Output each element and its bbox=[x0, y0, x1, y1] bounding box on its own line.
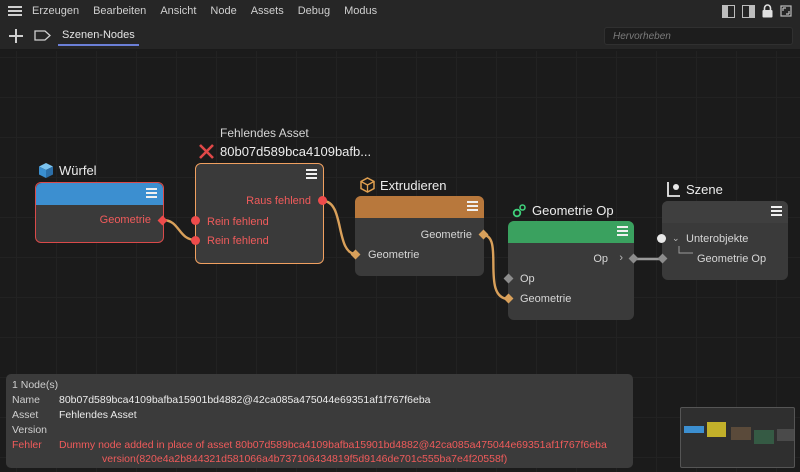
missing-asset-label: Fehlendes Asset bbox=[220, 126, 309, 140]
minimap-node-extrudieren bbox=[731, 427, 751, 440]
tab-szenen-nodes[interactable]: Szenen-Nodes bbox=[58, 27, 139, 46]
port-label-geometrie-in: Geometrie bbox=[368, 249, 420, 261]
szene-title: Szene bbox=[666, 181, 723, 198]
menu-bar: Erzeugen Bearbeiten Ansicht Node Assets … bbox=[0, 0, 800, 22]
port-label-raus-fehlend: Raus fehlend bbox=[246, 195, 311, 207]
info-asset-value: Fehlendes Asset bbox=[59, 409, 137, 421]
port-label-geometrie: Geometrie bbox=[99, 214, 151, 226]
window-controls bbox=[722, 4, 792, 18]
szene-title-text: Szene bbox=[686, 182, 723, 197]
main-menu-icon[interactable] bbox=[8, 6, 22, 16]
port-missing-in-2[interactable] bbox=[191, 236, 200, 245]
menu-assets[interactable]: Assets bbox=[250, 5, 284, 17]
menu-erzeugen[interactable]: Erzeugen bbox=[32, 5, 80, 17]
toolbar: Szenen-Nodes Hervorheben bbox=[0, 22, 800, 50]
info-name-value: 80b07d589bca4109bafba15901bd4882@42ca085… bbox=[59, 394, 431, 406]
minimap-node-wuerfel bbox=[684, 426, 704, 433]
node-wuerfel-header[interactable] bbox=[36, 183, 163, 205]
node-extrudieren-header[interactable] bbox=[355, 196, 484, 218]
port-label-geometrie-op: Geometrie Op bbox=[697, 253, 767, 265]
port-label-rein-fehlend-2: Rein fehlend bbox=[207, 235, 269, 247]
node-geometrie-op[interactable]: Op › Op Geometrie bbox=[508, 221, 634, 320]
extrudieren-title-text: Extrudieren bbox=[380, 177, 447, 193]
error-x-icon bbox=[199, 144, 214, 159]
tree-branch-icon bbox=[678, 246, 693, 254]
add-icon[interactable] bbox=[9, 29, 23, 43]
info-panel: 1 Node(s) Name 80b07d589bca4109bafba1590… bbox=[6, 374, 633, 468]
minimap-node-geomop bbox=[754, 430, 774, 444]
wuerfel-title: Würfel bbox=[38, 162, 97, 179]
extrude-icon bbox=[360, 177, 375, 193]
panel-left-icon[interactable] bbox=[722, 4, 735, 18]
info-fehler-line2: version(820e4a2b844321d581066a4b73710643… bbox=[102, 453, 508, 465]
port-label-rein-fehlend-1: Rein fehlend bbox=[207, 216, 269, 228]
node-extrudieren[interactable]: Geometrie Geometrie bbox=[355, 196, 484, 276]
missing-asset-title-text: 80b07d589bca4109bafb... bbox=[220, 144, 372, 159]
minimap-node-szene bbox=[777, 429, 794, 441]
chevron-right-icon[interactable]: › bbox=[619, 252, 623, 264]
minimap[interactable] bbox=[680, 407, 795, 468]
info-fehler-label: Fehler bbox=[12, 439, 42, 451]
port-missing-out[interactable] bbox=[318, 196, 327, 205]
wuerfel-title-text: Würfel bbox=[59, 163, 97, 178]
info-name-label: Name bbox=[12, 394, 41, 406]
node-geomop-header[interactable] bbox=[508, 221, 634, 243]
node-menu-icon[interactable] bbox=[306, 169, 317, 180]
menu-bearbeiten[interactable]: Bearbeiten bbox=[93, 5, 147, 17]
geomop-title: Geometrie Op bbox=[512, 203, 614, 218]
port-label-op-out: Op bbox=[593, 253, 608, 265]
port-label-op-in: Op bbox=[520, 273, 535, 285]
port-missing-in-1[interactable] bbox=[191, 216, 200, 225]
info-fehler-line1: Dummy node added in place of asset 80b07… bbox=[59, 439, 607, 451]
menu-node[interactable]: Node bbox=[210, 5, 237, 17]
lock-icon[interactable] bbox=[762, 4, 773, 18]
node-count: 1 Node(s) bbox=[12, 379, 59, 391]
tag-icon[interactable] bbox=[34, 30, 51, 41]
node-szene[interactable]: ⌄ Unterobjekte Geometrie Op bbox=[662, 201, 788, 280]
port-label-geometrie-out: Geometrie bbox=[420, 229, 472, 241]
missing-asset-title: 80b07d589bca4109bafb... bbox=[198, 143, 371, 160]
node-menu-icon[interactable] bbox=[467, 201, 478, 212]
node-missing-asset[interactable]: Raus fehlend Rein fehlend Rein fehlend bbox=[195, 163, 324, 264]
node-wuerfel[interactable]: Geometrie bbox=[35, 182, 164, 243]
chevron-down-icon[interactable]: ⌄ bbox=[672, 233, 680, 243]
node-menu-icon[interactable] bbox=[146, 188, 157, 199]
info-asset-label: Asset bbox=[12, 409, 39, 421]
search-input[interactable]: Hervorheben bbox=[604, 27, 793, 45]
extrudieren-title: Extrudieren bbox=[360, 177, 446, 193]
menu-modus[interactable]: Modus bbox=[344, 5, 378, 17]
cube-icon bbox=[39, 163, 53, 178]
expand-icon[interactable] bbox=[780, 5, 792, 17]
scene-icon bbox=[667, 182, 680, 197]
panel-right-icon[interactable] bbox=[742, 4, 755, 18]
node-menu-icon[interactable] bbox=[617, 226, 628, 237]
node-missing-header[interactable] bbox=[196, 164, 323, 186]
port-label-geometrie-in: Geometrie bbox=[520, 293, 572, 305]
geomop-title-text: Geometrie Op bbox=[532, 203, 614, 218]
port-szene-in-unterobjekte[interactable] bbox=[657, 234, 666, 243]
node-szene-header[interactable] bbox=[662, 201, 788, 223]
info-version-label: Version bbox=[12, 424, 48, 436]
port-label-unterobjekte: Unterobjekte bbox=[686, 233, 749, 245]
minimap-node-missing bbox=[707, 422, 726, 437]
menu-debug[interactable]: Debug bbox=[297, 5, 331, 17]
gears-icon bbox=[512, 204, 526, 218]
menu-ansicht[interactable]: Ansicht bbox=[160, 5, 197, 17]
node-menu-icon[interactable] bbox=[771, 206, 782, 217]
